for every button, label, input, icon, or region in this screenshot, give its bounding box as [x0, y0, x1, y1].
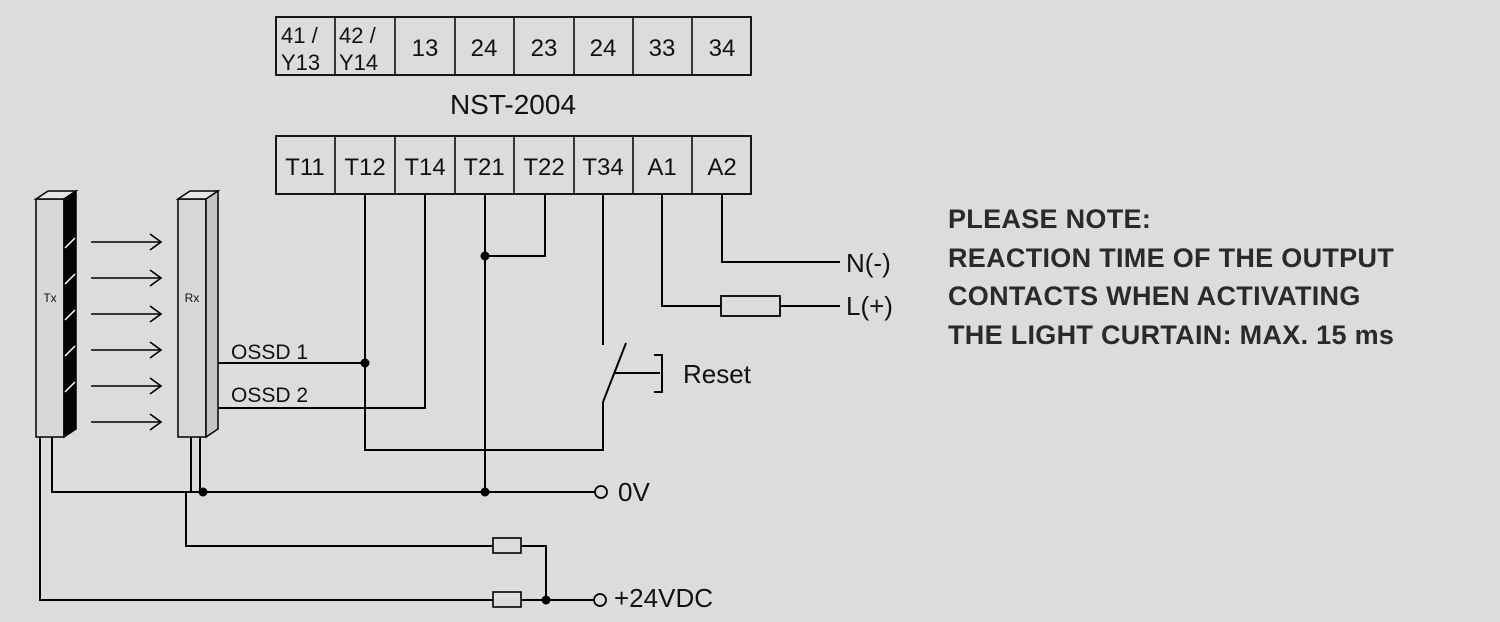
top-terminal-block: 41 / Y13 42 / Y14 13 24 23 24 33 34 — [275, 16, 752, 76]
beam-arrow-4 — [91, 341, 163, 359]
terminal-T12: T12 — [344, 154, 385, 181]
beam-arrow-1 — [91, 233, 163, 251]
terminal-T34: T34 — [582, 154, 623, 181]
terminal-T11: T11 — [285, 154, 325, 181]
beam-arrow-5 — [91, 377, 163, 395]
junction-dot — [198, 487, 208, 497]
zero-volt-label: 0V — [618, 477, 650, 507]
bottom-terminal-block: T11 T12 T14 T21 T22 T34 A1 A2 — [275, 135, 752, 195]
wiring — [39, 194, 840, 608]
terminal-34: 34 — [709, 35, 736, 62]
supply-label: +24VDC — [614, 583, 713, 613]
terminal-23: 23 — [531, 35, 558, 62]
a2-neutral-wire — [721, 194, 840, 263]
receiver-label: Rx — [185, 291, 200, 305]
module-name: NST-2004 — [450, 89, 576, 120]
neutral-label: N(-) — [846, 248, 891, 278]
supply-terminal — [593, 593, 607, 607]
line-fuse — [720, 295, 781, 317]
line-label: L(+) — [846, 291, 893, 321]
note-line: CONTACTS WHEN ACTIVATING — [948, 281, 1361, 311]
terminal-41-line1: 41 / — [281, 23, 319, 48]
note-line: REACTION TIME OF THE OUTPUT — [948, 242, 1395, 273]
note-heading: PLEASE NOTE: — [948, 204, 1152, 234]
terminal-T22: T22 — [523, 154, 564, 181]
terminal-A2: A2 — [707, 154, 736, 181]
note-line: THE LIGHT CURTAIN: MAX. 15 ms — [948, 319, 1395, 350]
beam-arrow-3 — [91, 305, 163, 323]
zero-volt-bus — [51, 437, 595, 493]
junction-dot — [480, 487, 490, 497]
rx-supply-wire — [185, 492, 493, 547]
terminal-42-line2: Y14 — [339, 50, 378, 75]
terminal-42-line1: 42 / — [339, 23, 377, 48]
light-beams — [91, 233, 163, 431]
ossd2-wire — [218, 194, 426, 409]
receiver-bar: Rx — [175, 189, 221, 439]
terminal-24: 24 — [471, 35, 498, 62]
terminal-T14: T14 — [404, 154, 445, 181]
junction-dot — [541, 595, 551, 605]
reset-switch — [602, 342, 663, 403]
transmitter-label: Tx — [43, 291, 56, 305]
ossd1-label: OSSD 1 — [231, 341, 308, 364]
reaction-time-note: PLEASE NOTE: REACTION TIME OF THE OUTPUT… — [948, 200, 1394, 354]
terminal-13: 13 — [412, 35, 439, 62]
junction-dot — [480, 251, 490, 261]
t22-bridge-wire — [485, 194, 546, 257]
terminal-24-second: 24 — [590, 35, 617, 62]
ossd2-label: OSSD 2 — [231, 384, 308, 407]
rx-supply-fuse — [492, 537, 522, 554]
reset-label: Reset — [683, 359, 752, 389]
terminal-33: 33 — [649, 35, 676, 62]
beam-arrow-6 — [91, 413, 163, 431]
tx-supply-wire — [39, 437, 493, 601]
zero-volt-terminal — [594, 485, 608, 499]
transmitter-bar: Tx — [33, 189, 79, 439]
junction-dot — [360, 358, 370, 368]
tx-supply-fuse — [492, 591, 522, 608]
terminal-41-line2: Y13 — [281, 50, 320, 75]
a1-line-wire — [661, 194, 721, 307]
beam-arrow-2 — [91, 269, 163, 287]
terminal-A1: A1 — [647, 154, 676, 181]
terminal-T21: T21 — [463, 154, 504, 181]
